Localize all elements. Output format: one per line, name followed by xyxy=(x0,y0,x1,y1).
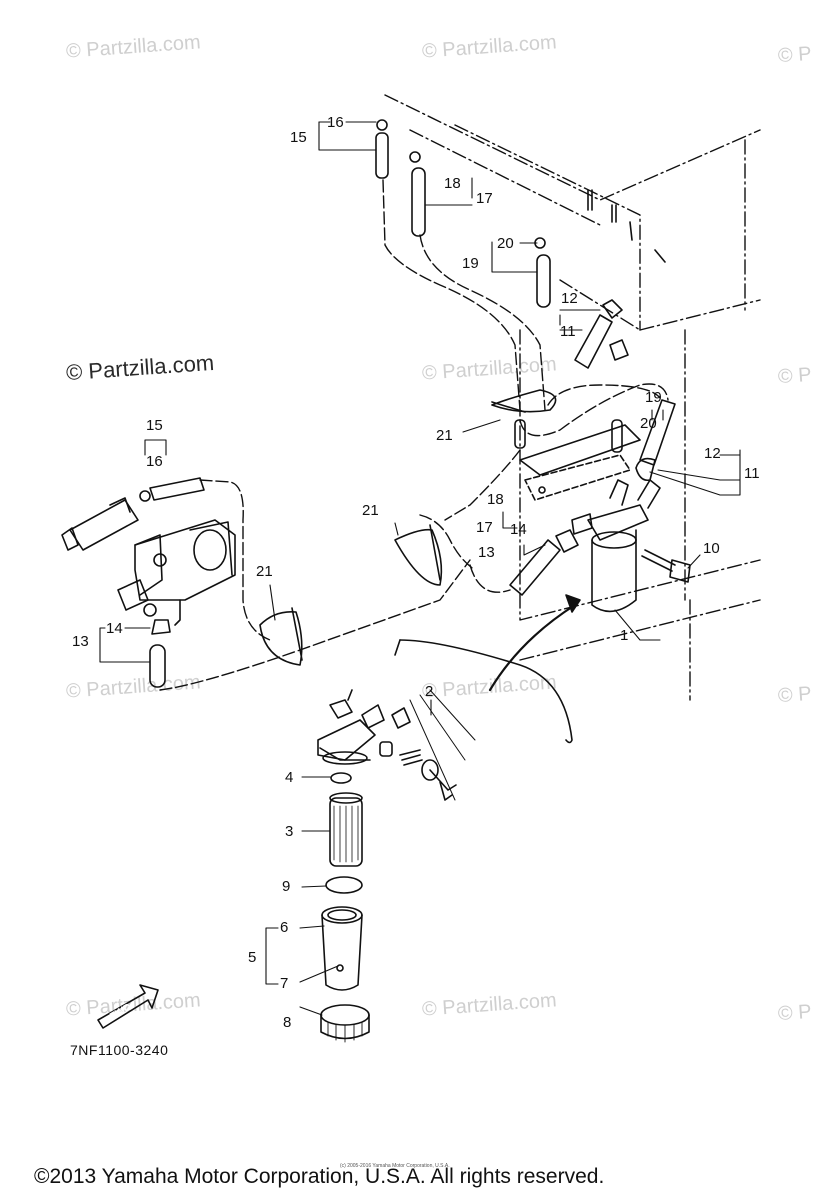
filter-cup-5 xyxy=(321,906,363,991)
callout: 8 xyxy=(283,1014,291,1031)
hose-11-upper xyxy=(574,299,623,369)
callout: 20 xyxy=(640,415,657,432)
callout: 18 xyxy=(487,491,504,508)
fitting xyxy=(611,419,623,453)
callout: 6 xyxy=(280,919,288,936)
callout: 9 xyxy=(282,878,290,895)
callout: 13 xyxy=(72,633,89,650)
hose-15-left xyxy=(139,477,205,502)
callout: 12 xyxy=(704,445,721,462)
fitting xyxy=(514,419,526,449)
callout: 14 xyxy=(510,521,527,538)
fwd-arrow xyxy=(97,984,159,1029)
engine-stud xyxy=(587,189,666,263)
callout: 17 xyxy=(476,190,493,207)
clamp-21 xyxy=(491,389,557,413)
clamp-21 xyxy=(394,524,443,586)
callout: 5 xyxy=(248,949,256,966)
ring-nut-8 xyxy=(320,1004,370,1043)
copyright-notice: ©2013 Yamaha Motor Corporation, U.S.A. A… xyxy=(34,1165,605,1188)
assembly-arrow xyxy=(394,594,581,744)
callout: 19 xyxy=(645,389,662,406)
clamp-21 xyxy=(259,607,303,666)
callout: 4 xyxy=(285,769,293,786)
filter-bracket xyxy=(519,424,641,501)
leader-lines xyxy=(99,121,741,1016)
callout: 16 xyxy=(327,114,344,131)
callout: 7 xyxy=(280,975,288,992)
valve-parts-exploded xyxy=(379,689,476,801)
callout: 21 xyxy=(362,502,379,519)
callout: 21 xyxy=(436,427,453,444)
hose-17 xyxy=(409,151,426,237)
callout: 15 xyxy=(290,129,307,146)
hose-19 xyxy=(534,237,551,308)
callout: 15 xyxy=(146,417,163,434)
fuel-filter-installed xyxy=(571,479,661,613)
callout: 16 xyxy=(146,453,163,470)
hose-routing xyxy=(159,179,669,691)
callout: 3 xyxy=(285,823,293,840)
callout: 1 xyxy=(620,627,628,644)
bolt-10 xyxy=(641,549,691,583)
callout: 14 xyxy=(106,620,123,637)
engine-outline xyxy=(384,94,761,701)
callout: 11 xyxy=(744,465,760,482)
hose-15 xyxy=(375,119,389,179)
callout: 11 xyxy=(560,323,576,340)
filter-head-exploded xyxy=(317,689,385,765)
callout: 18 xyxy=(444,175,461,192)
engine-stud xyxy=(609,339,629,361)
filter-element-3 xyxy=(329,792,363,867)
hose-11-right xyxy=(635,399,676,482)
tiny-copyright-notice: (c) 2005-2016 Yamaha Motor Corporation, … xyxy=(340,1163,450,1169)
callout: 17 xyxy=(476,519,493,536)
callout: 13 xyxy=(478,544,495,561)
callout: 21 xyxy=(256,563,273,580)
o-ring-4 xyxy=(330,772,352,784)
callout: 2 xyxy=(425,683,433,700)
diagram-code: 7NF1100-3240 xyxy=(70,1042,169,1058)
o-ring-9 xyxy=(325,876,363,894)
callout: 20 xyxy=(497,235,514,252)
callout: 10 xyxy=(703,540,720,557)
callout: 19 xyxy=(462,255,479,272)
callout: 12 xyxy=(561,290,578,307)
fwd-label: FWD xyxy=(108,1002,133,1023)
hose-13-right xyxy=(509,529,579,596)
hose-13-left xyxy=(149,619,171,688)
fuel-pump xyxy=(61,497,236,626)
